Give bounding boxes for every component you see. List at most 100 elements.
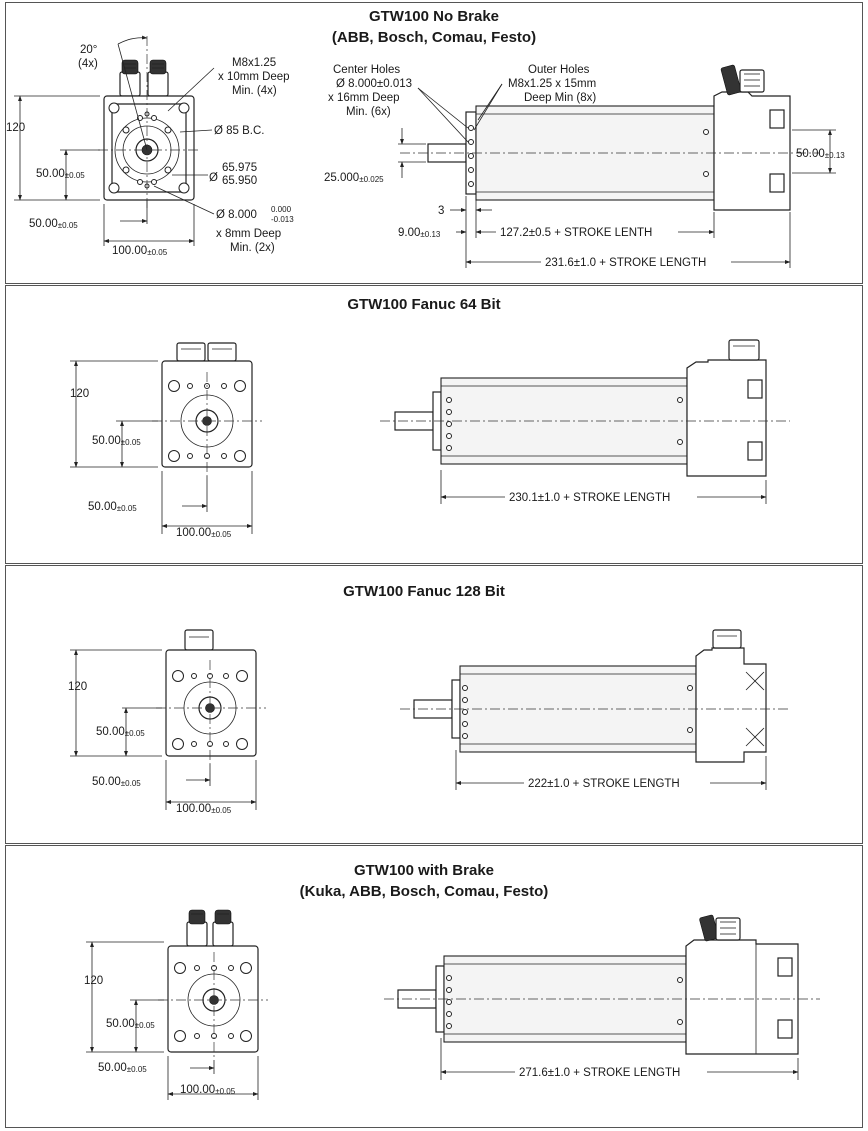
- svg-text:100.00±0.05: 100.00±0.05: [176, 803, 232, 815]
- total-length-dimension: 230.1±1.0 + STROKE LENGTH: [509, 492, 670, 504]
- m8-callout-line-3: Min. (4x): [232, 85, 277, 97]
- gap-dimension: 3: [438, 205, 444, 217]
- outer-holes-line-3: Deep Min (8x): [524, 92, 596, 104]
- width-dimension: 100.00: [176, 803, 211, 815]
- v-offset-dimension: 50.00: [36, 168, 65, 180]
- v-offset-dimension: 50.00: [106, 1018, 135, 1030]
- total-length-dimension: 222±1.0 + STROKE LENGTH: [528, 778, 680, 790]
- svg-text:50.00±0.05: 50.00±0.05: [36, 168, 85, 180]
- section-no-brake: GTW100 No Brake (ABB, Bosch, Comau, Fest…: [6, 8, 845, 269]
- center-holes-line-4: Min. (6x): [346, 106, 391, 118]
- height-dimension: 120: [70, 388, 89, 400]
- side-view: 222±1.0 + STROKE LENGTH: [400, 629, 790, 790]
- pin-tolerance-upper: 0.000: [271, 205, 292, 214]
- svg-text:100.00±0.05: 100.00±0.05: [180, 1084, 236, 1096]
- svg-text:50.00±0.05: 50.00±0.05: [106, 1018, 155, 1030]
- section-title-line-1: GTW100 Fanuc 64 Bit: [347, 296, 500, 313]
- right-offset-tolerance: ±0.13: [825, 151, 846, 160]
- svg-text:50.00±0.05: 50.00±0.05: [29, 218, 78, 230]
- outer-holes-line-2: M8x1.25 x 15mm: [508, 78, 596, 90]
- pin-tolerance-lower: -0.013: [271, 215, 294, 224]
- angle-count-label: (4x): [78, 58, 98, 70]
- side-view: 230.1±1.0 + STROKE LENGTH: [380, 339, 790, 504]
- flange-dimension: 9.00: [398, 227, 420, 239]
- flange-tolerance: ±0.13: [420, 230, 441, 239]
- total-length-dimension: 231.6±1.0 + STROKE LENGTH: [545, 257, 706, 269]
- bore-lower-label: 65.950: [222, 175, 257, 187]
- svg-text:Ø: Ø: [209, 172, 218, 184]
- panel-frame-1: [5, 2, 863, 284]
- width-tolerance: ±0.05: [211, 530, 232, 539]
- width-tolerance: ±0.05: [147, 248, 168, 257]
- svg-text:25.000±0.025: 25.000±0.025: [324, 172, 384, 184]
- h-offset-dimension: 50.00: [98, 1062, 127, 1074]
- center-holes-line-3: x 16mm Deep: [328, 92, 400, 104]
- bore-upper-label: 65.975: [222, 162, 257, 174]
- v-offset-tolerance: ±0.05: [135, 1021, 156, 1030]
- m8-callout-line-1: M8x1.25: [232, 57, 276, 69]
- svg-text:50.00±0.05: 50.00±0.05: [96, 726, 145, 738]
- svg-text:50.00±0.05: 50.00±0.05: [98, 1062, 147, 1074]
- v-offset-dimension: 50.00: [96, 726, 125, 738]
- panel-frame-3: [5, 565, 863, 844]
- svg-text:100.00±0.05: 100.00±0.05: [112, 245, 168, 257]
- section-title-line-2: (ABB, Bosch, Comau, Festo): [332, 29, 536, 46]
- h-offset-tolerance: ±0.05: [58, 221, 79, 230]
- section-title-line-1: GTW100 Fanuc 128 Bit: [343, 583, 505, 600]
- svg-text:100.00±0.05: 100.00±0.05: [176, 527, 232, 539]
- front-view: 120 50.00±0.05 50.00±0.05 100.00±0.05: [70, 342, 262, 539]
- front-view: 120 50.00±0.05 50.00±0.05 100.00±0.05: [68, 629, 266, 815]
- height-dimension: 120: [6, 122, 25, 134]
- pin-diameter-label: Ø 8.000: [216, 209, 257, 221]
- angle-label: 20°: [80, 44, 97, 56]
- height-dimension: 120: [68, 681, 87, 693]
- center-holes-line-1: Center Holes: [333, 64, 400, 76]
- width-dimension: 100.00: [176, 527, 211, 539]
- width-tolerance: ±0.05: [215, 1087, 236, 1096]
- svg-text:Ø 8.000±0.013: Ø 8.000±0.013: [336, 78, 412, 90]
- side-view: 271.6±1.0 + STROKE LENGTH: [384, 914, 820, 1080]
- section-title-line-1: GTW100 with Brake: [354, 862, 494, 879]
- front-view: 120 50.00±0.05 50.00±0.05 100.00±0.05 20…: [6, 35, 294, 257]
- svg-text:50.00±0.13: 50.00±0.13: [796, 148, 845, 160]
- pin-callout-line-3: Min. (2x): [230, 242, 275, 254]
- h-offset-dimension: 50.00: [92, 776, 121, 788]
- height-dimension: 120: [84, 975, 103, 987]
- panel-frame-4: [5, 845, 863, 1128]
- svg-text:50.00±0.05: 50.00±0.05: [88, 501, 137, 513]
- section-with-brake: GTW100 with Brake (Kuka, ABB, Bosch, Com…: [84, 862, 820, 1100]
- outer-holes-line-1: Outer Holes: [528, 64, 590, 76]
- side-view: Center Holes Ø 8.000±0.013 x 16mm Deep M…: [324, 64, 845, 269]
- pin-callout-line-2: x 8mm Deep: [216, 228, 281, 240]
- section-fanuc-128: GTW100 Fanuc 128 Bit 120 50.00±0.05: [68, 583, 790, 815]
- right-offset-dimension: 50.00: [796, 148, 825, 160]
- section-fanuc-64: GTW100 Fanuc 64 Bit 120 50.00±0.05: [70, 296, 790, 539]
- h-offset-tolerance: ±0.05: [121, 779, 142, 788]
- h-offset-dimension: 50.00: [29, 218, 58, 230]
- total-length-dimension: 271.6±1.0 + STROKE LENGTH: [519, 1067, 680, 1079]
- shaft-diameter-dimension: 25.000: [324, 172, 359, 184]
- width-dimension: 100.00: [112, 245, 147, 257]
- v-offset-tolerance: ±0.05: [121, 438, 142, 447]
- v-offset-tolerance: ±0.05: [65, 171, 86, 180]
- svg-text:9.00±0.13: 9.00±0.13: [398, 227, 441, 239]
- m8-callout-line-2: x 10mm Deep: [218, 71, 290, 83]
- v-offset-dimension: 50.00: [92, 435, 121, 447]
- front-view: 120 50.00±0.05 50.00±0.05 100.00±0.05: [84, 909, 268, 1100]
- svg-text:50.00±0.05: 50.00±0.05: [92, 435, 141, 447]
- section-title-line-1: GTW100 No Brake: [369, 8, 499, 25]
- mid-length-dimension: 127.2±0.5 + STROKE LENTH: [500, 227, 652, 239]
- width-dimension: 100.00: [180, 1084, 215, 1096]
- width-tolerance: ±0.05: [211, 806, 232, 815]
- h-offset-dimension: 50.00: [88, 501, 117, 513]
- center-holes-line-2: Ø 8.000±0.013: [336, 78, 412, 90]
- svg-text:50.00±0.05: 50.00±0.05: [92, 776, 141, 788]
- panel-frame-2: [5, 285, 863, 564]
- bolt-circle-label: Ø 85 B.C.: [214, 125, 265, 137]
- shaft-diameter-tolerance: ±0.025: [359, 175, 384, 184]
- h-offset-tolerance: ±0.05: [117, 504, 138, 513]
- v-offset-tolerance: ±0.05: [125, 729, 146, 738]
- h-offset-tolerance: ±0.05: [127, 1065, 148, 1074]
- section-title-line-2: (Kuka, ABB, Bosch, Comau, Festo): [300, 883, 549, 900]
